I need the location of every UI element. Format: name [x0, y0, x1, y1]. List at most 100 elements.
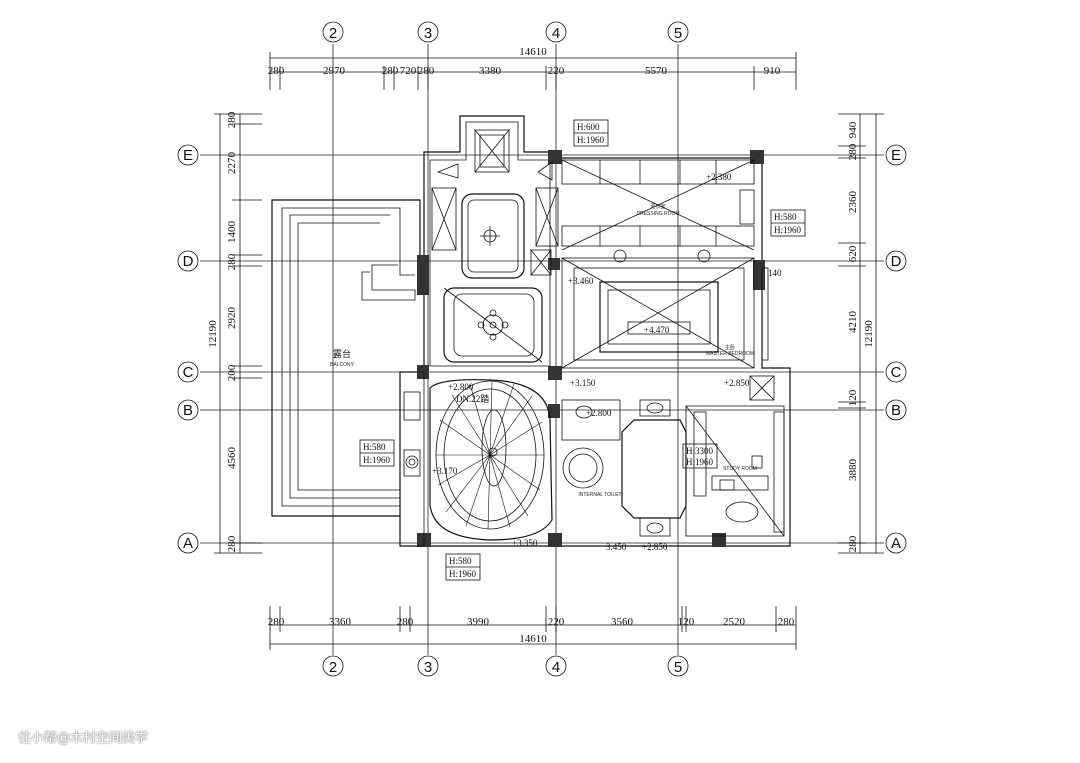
svg-text:A: A	[891, 535, 901, 552]
svg-text:1400: 1400	[226, 221, 238, 244]
svg-text:280: 280	[226, 535, 238, 552]
svg-text:12190: 12190	[207, 320, 219, 348]
top-dimensions: 14610 280 2970 280 720 280 3380 220 5570…	[268, 46, 797, 90]
svg-text:更衣室: 更衣室	[650, 203, 665, 210]
svg-text:DN.22踏: DN.22踏	[456, 393, 489, 404]
row-bubbles-left: E D C B A	[177, 144, 199, 554]
svg-text:2920: 2920	[226, 307, 238, 330]
master-bedroom: 主卧 MASTER BEDROOM +3.460 +4.470 140	[561, 249, 782, 369]
svg-text:H:1960: H:1960	[449, 569, 477, 579]
svg-text:5: 5	[674, 25, 682, 42]
bottom-dimensions: 280 3360 280 3990 220 3560 120 2520 280 …	[268, 606, 797, 650]
svg-text:H:580: H:580	[774, 212, 797, 222]
svg-text:3: 3	[424, 659, 432, 676]
svg-text:露台: 露台	[333, 348, 351, 359]
svg-text:280: 280	[226, 253, 238, 270]
column-bubbles-bottom: 2 3 4 5	[322, 655, 689, 677]
svg-text:280: 280	[268, 65, 285, 77]
svg-text:720: 720	[400, 65, 417, 77]
svg-text:3.450: 3.450	[606, 542, 627, 552]
svg-text:2360: 2360	[847, 191, 859, 214]
svg-text:DRESSING ROOM: DRESSING ROOM	[636, 211, 679, 217]
svg-text:4: 4	[552, 25, 560, 42]
svg-text:BALCONY: BALCONY	[330, 362, 355, 368]
closet-units-left	[431, 129, 559, 276]
svg-text:910: 910	[764, 65, 781, 77]
svg-text:E: E	[891, 147, 901, 164]
svg-text:220: 220	[548, 616, 565, 628]
right-dimensions: 940 280 2360 620 4210 120 3880 280 12190	[838, 113, 884, 554]
svg-text:3380: 3380	[479, 65, 502, 77]
svg-text:3360: 3360	[329, 616, 352, 628]
svg-text:200: 200	[226, 364, 238, 381]
svg-text:4: 4	[552, 659, 560, 676]
svg-text:4210: 4210	[847, 311, 859, 334]
left-dimensions: 12190 280 2270 1400 280 2920 200 4560 28…	[207, 111, 262, 554]
svg-text:280: 280	[847, 535, 859, 552]
svg-text:280: 280	[397, 616, 414, 628]
svg-text:280: 280	[847, 143, 859, 160]
svg-text:3990: 3990	[467, 616, 490, 628]
svg-text:280: 280	[226, 111, 238, 128]
balcony-terrace: 露台 BALCONY	[271, 199, 421, 517]
svg-text:5: 5	[674, 659, 682, 676]
svg-text:120: 120	[678, 616, 695, 628]
svg-text:H:3300: H:3300	[686, 446, 714, 456]
svg-text:H:1960: H:1960	[774, 225, 802, 235]
svg-text:280: 280	[778, 616, 795, 628]
wash-area-left	[399, 371, 425, 547]
svg-text:MASTER BEDROOM: MASTER BEDROOM	[706, 351, 754, 357]
svg-text:280: 280	[382, 65, 399, 77]
study-room: STUDY ROOM +2.850	[685, 375, 785, 537]
structural-columns	[417, 150, 765, 547]
svg-text:D: D	[891, 253, 902, 270]
internal-toilet: INTERNAL TOILET +3.150 +2.800 3.450 +2.8…	[561, 378, 687, 552]
svg-text:5570: 5570	[645, 65, 668, 77]
svg-text:2520: 2520	[723, 616, 746, 628]
svg-text:C: C	[891, 364, 902, 381]
svg-text:220: 220	[548, 65, 565, 77]
building-outline	[399, 115, 791, 547]
svg-text:B: B	[183, 402, 193, 419]
svg-text:C: C	[183, 364, 194, 381]
svg-text:A: A	[183, 535, 193, 552]
svg-text:2: 2	[329, 25, 337, 42]
svg-text:H:600: H:600	[577, 122, 600, 132]
svg-text:3880: 3880	[847, 459, 859, 482]
svg-text:H:1960: H:1960	[686, 457, 714, 467]
svg-text:+2.800: +2.800	[448, 382, 474, 392]
svg-text:2970: 2970	[323, 65, 346, 77]
ceiling-panel-upper	[461, 193, 525, 279]
spiral-staircase: +2.800 DN.22踏 +3.170 +3.350	[429, 379, 553, 548]
svg-text:B: B	[891, 402, 901, 419]
svg-text:H:580: H:580	[363, 442, 386, 452]
svg-text:620: 620	[847, 245, 859, 262]
watermark: 住小帮@木村空间美学	[18, 731, 149, 746]
svg-text:12190: 12190	[863, 320, 875, 348]
svg-text:3: 3	[424, 25, 432, 42]
svg-text:+3.150: +3.150	[570, 378, 596, 388]
height-tags: H:600 H:1960 H:580 H:1960 H:580 H:1960 H…	[359, 119, 806, 581]
svg-text:H:1960: H:1960	[577, 135, 605, 145]
svg-text:主卧: 主卧	[725, 344, 735, 351]
svg-text:INTERNAL TOILET: INTERNAL TOILET	[578, 492, 621, 498]
svg-text:+3.350: +3.350	[512, 538, 538, 548]
column-bubbles-top: 2 3 4 5	[322, 21, 689, 43]
svg-text:14610: 14610	[519, 633, 547, 645]
svg-text:140: 140	[768, 268, 782, 278]
svg-text:H:1960: H:1960	[363, 455, 391, 465]
svg-text:+2.380: +2.380	[706, 172, 732, 182]
svg-text:E: E	[183, 147, 193, 164]
svg-text:2270: 2270	[226, 152, 238, 175]
svg-text:+2.850: +2.850	[724, 378, 750, 388]
svg-text:H:580: H:580	[449, 556, 472, 566]
svg-text:3560: 3560	[611, 616, 634, 628]
svg-text:+4.470: +4.470	[644, 325, 670, 335]
svg-text:STUDY ROOM: STUDY ROOM	[723, 466, 757, 472]
svg-text:+3.460: +3.460	[568, 276, 594, 286]
svg-text:+2.850: +2.850	[642, 542, 668, 552]
svg-text:2: 2	[329, 659, 337, 676]
svg-text:940: 940	[847, 121, 859, 138]
svg-text:4560: 4560	[226, 447, 238, 470]
